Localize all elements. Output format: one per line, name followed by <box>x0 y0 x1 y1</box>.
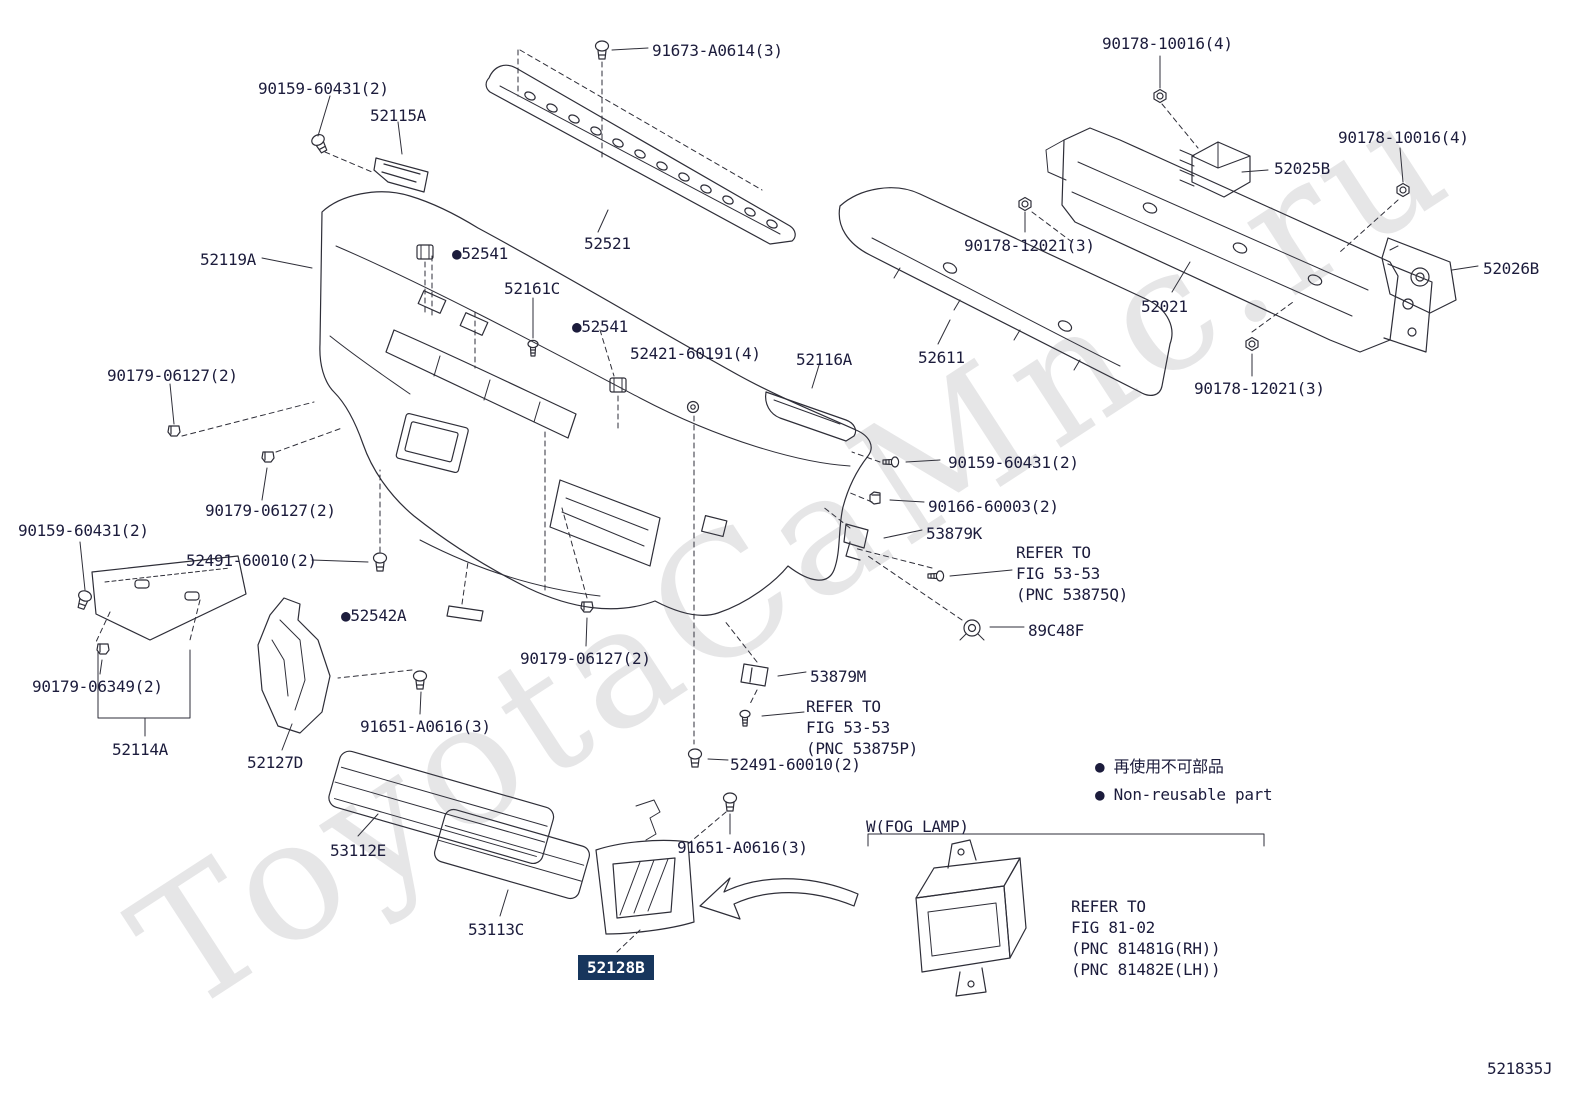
label-90178-10016-top: 90178-10016(4) <box>1102 34 1233 53</box>
label-53113C: 53113C <box>468 920 524 939</box>
label-53879M: 53879M <box>810 667 866 686</box>
label-90166-60003: 90166-60003(2) <box>928 497 1059 516</box>
license-bracket-52114A <box>91 555 247 641</box>
label-89C48F: 89C48F <box>1028 621 1084 640</box>
label-52116A: 52116A <box>796 350 852 369</box>
label-refer-81-02: REFER TO FIG 81-02 (PNC 81481G(RH)) (PNC… <box>1071 897 1221 980</box>
fog-lamp-unit <box>915 839 1027 997</box>
pointer-arrow <box>699 877 859 920</box>
label-52119A: 52119A <box>200 250 256 269</box>
grommet-89C48F <box>959 619 985 641</box>
label-52114A: 52114A <box>112 740 168 759</box>
label-90159-60431-right: 90159-60431(2) <box>948 453 1079 472</box>
label-53879K: 53879K <box>926 524 982 543</box>
label-refer-53875P: REFER TO FIG 53-53 (PNC 53875P) <box>806 697 918 759</box>
fog-lamp-cover-52128B <box>595 799 695 935</box>
label-52491-60010-bottom: 52491-60010(2) <box>730 755 861 774</box>
legend-non-reusable-en: ● Non-reusable part <box>1095 785 1273 804</box>
label-91651-A0616-bottom: 91651-A0616(3) <box>677 838 808 857</box>
grille-53112E <box>328 750 555 865</box>
bracket-52025B <box>1179 141 1251 198</box>
label-91651-A0616-left: 91651-A0616(3) <box>360 717 491 736</box>
label-52611: 52611 <box>918 348 965 367</box>
label-52021: 52021 <box>1141 297 1188 316</box>
label-52541-a: ●52541 <box>452 244 508 263</box>
leader-lines <box>79 47 1479 917</box>
grille-53113C <box>433 808 591 900</box>
label-52025B: 52025B <box>1274 159 1330 178</box>
retainer-52521 <box>485 64 796 245</box>
label-52115A: 52115A <box>370 106 426 125</box>
diagram-code: 521835J <box>1487 1059 1553 1078</box>
label-90179-06127-c: 90179-06127(2) <box>520 649 651 668</box>
bracket-52115A <box>373 157 429 193</box>
label-90179-06127-a: 90179-06127(2) <box>107 366 238 385</box>
label-52128B-highlighted: 52128B <box>578 955 654 981</box>
label-90179-06127-b: 90179-06127(2) <box>205 501 336 520</box>
bumper-cover-52119A <box>319 191 872 616</box>
label-52127D: 52127D <box>247 753 303 772</box>
label-90178-12021-top: 90178-12021(3) <box>964 236 1095 255</box>
grommet-52421 <box>686 400 700 414</box>
pad-52542A <box>446 605 484 622</box>
label-90178-12021-bottom: 90178-12021(3) <box>1194 379 1325 398</box>
label-90178-10016-right: 90178-10016(4) <box>1338 128 1469 147</box>
retainer-52127D <box>257 597 331 734</box>
label-52421-60191: 52421-60191(4) <box>630 344 761 363</box>
label-52542A: ●52542A <box>341 606 407 625</box>
label-52026B: 52026B <box>1483 259 1539 278</box>
bracket-52026B <box>1381 237 1457 314</box>
label-52491-60010-left: 52491-60010(2) <box>186 551 317 570</box>
label-52521: 52521 <box>584 234 631 253</box>
construction-lines <box>95 49 1399 953</box>
reinforcement-52021 <box>1045 127 1433 353</box>
legend-non-reusable-jp: ● 再使用不可部品 <box>1095 757 1224 776</box>
energy-absorber-52611 <box>838 187 1173 396</box>
retainer-53879K <box>843 523 869 561</box>
label-90179-06349: 90179-06349(2) <box>32 677 163 696</box>
clip-nut-52541-b <box>609 377 627 393</box>
label-52541-b: ●52541 <box>572 317 628 336</box>
label-53112E: 53112E <box>330 841 386 860</box>
label-52161C: 52161C <box>504 279 560 298</box>
label-w-fog-lamp: W(FOG LAMP) <box>866 817 969 836</box>
side-support-52116A <box>765 391 857 442</box>
clip-nut-52541-a <box>416 244 434 260</box>
retainer-53879M <box>740 663 769 687</box>
label-90159-60431-left: 90159-60431(2) <box>18 521 149 540</box>
label-91673-A0614: 91673-A0614(3) <box>652 41 783 60</box>
label-90159-60431-top: 90159-60431(2) <box>258 79 389 98</box>
label-refer-53875Q: REFER TO FIG 53-53 (PNC 53875Q) <box>1016 543 1128 605</box>
